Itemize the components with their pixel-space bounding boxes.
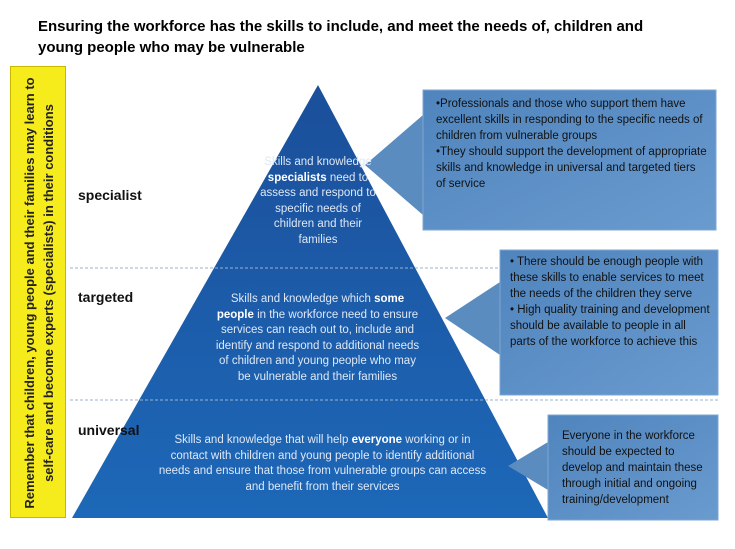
callout-text: Everyone in the workforce should be expe… xyxy=(562,430,703,506)
callout-bullet: •They should support the development of … xyxy=(436,146,707,190)
tier-label-universal: universal xyxy=(78,422,140,438)
pyramid xyxy=(72,85,548,518)
tier-text-targeted: Skills and knowledge which some people i… xyxy=(215,293,420,383)
tier-label-targeted: targeted xyxy=(78,289,134,305)
tier-text-specialist: Skills and knowledge specialists need to… xyxy=(260,156,376,246)
callout-arrow-2 xyxy=(445,249,719,396)
callout-bullet: • High quality training and development … xyxy=(510,304,710,348)
tier-text-universal: Skills and knowledge that will help ever… xyxy=(158,434,487,493)
callout-universal: Everyone in the workforce should be expe… xyxy=(562,428,714,508)
callout-targeted: • There should be enough people with the… xyxy=(510,254,714,350)
tier-label-specialist: specialist xyxy=(78,187,142,203)
side-note-box: Remember that children, young people and… xyxy=(10,66,66,518)
callout-arrow-3 xyxy=(508,414,719,521)
callout-bullet: •Professionals and those who support the… xyxy=(436,98,703,142)
callout-arrow-1 xyxy=(365,89,717,231)
callout-bullet: • There should be enough people with the… xyxy=(510,256,704,300)
callout-specialist: •Professionals and those who support the… xyxy=(436,96,708,192)
diagram-title: Ensuring the workforce has the skills to… xyxy=(38,18,644,56)
